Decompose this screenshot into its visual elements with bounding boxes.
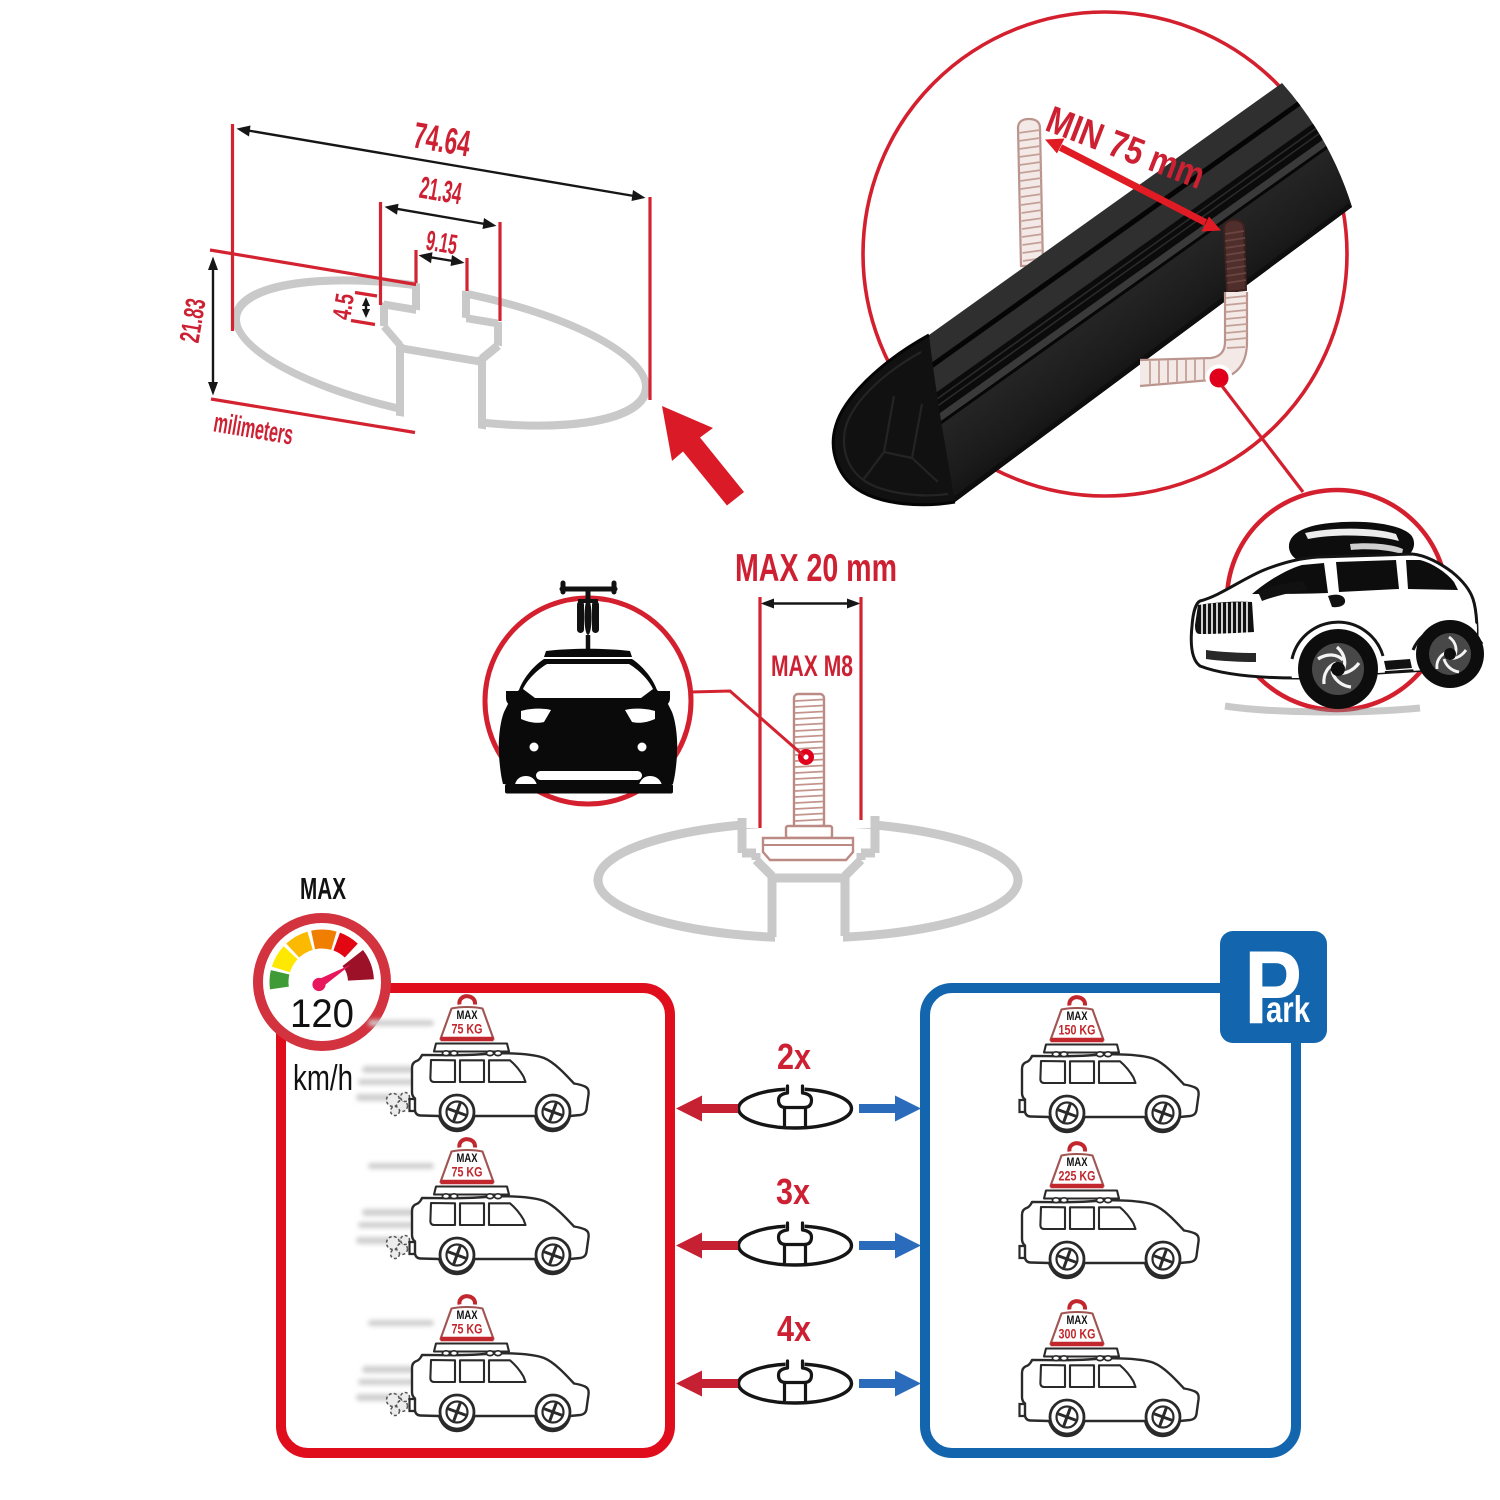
svg-text:21.83: 21.83 bbox=[174, 296, 212, 345]
svg-text:2x: 2x bbox=[777, 1036, 811, 1077]
svg-text:MAX: MAX bbox=[1067, 1315, 1088, 1327]
svg-text:21.34: 21.34 bbox=[417, 170, 465, 212]
svg-text:74.64: 74.64 bbox=[410, 115, 473, 165]
svg-text:4.5: 4.5 bbox=[326, 291, 360, 322]
svg-text:MAX: MAX bbox=[457, 1310, 478, 1322]
svg-text:milimeters: milimeters bbox=[212, 407, 296, 451]
svg-text:MAX 20 mm: MAX 20 mm bbox=[735, 547, 897, 590]
svg-text:MAX: MAX bbox=[457, 1010, 478, 1022]
svg-text:120: 120 bbox=[290, 992, 354, 1036]
svg-text:75 KG: 75 KG bbox=[452, 1322, 483, 1337]
svg-text:MAX M8: MAX M8 bbox=[771, 650, 853, 683]
svg-text:P: P bbox=[1244, 930, 1302, 1046]
svg-text:225 KG: 225 KG bbox=[1059, 1169, 1096, 1184]
svg-text:150 KG: 150 KG bbox=[1059, 1023, 1096, 1038]
svg-text:3x: 3x bbox=[776, 1171, 810, 1212]
svg-text:75 KG: 75 KG bbox=[452, 1022, 483, 1037]
svg-text:MAX: MAX bbox=[300, 871, 346, 906]
svg-text:75 KG: 75 KG bbox=[452, 1165, 483, 1180]
svg-text:ark: ark bbox=[1266, 989, 1310, 1030]
svg-text:MAX: MAX bbox=[457, 1153, 478, 1165]
svg-text:MAX: MAX bbox=[1067, 1011, 1088, 1023]
svg-text:MAX: MAX bbox=[1067, 1157, 1088, 1169]
svg-text:300 KG: 300 KG bbox=[1059, 1327, 1096, 1342]
svg-text:4x: 4x bbox=[777, 1308, 811, 1349]
svg-text:9.15: 9.15 bbox=[424, 225, 460, 261]
svg-text:km/h: km/h bbox=[293, 1057, 353, 1098]
